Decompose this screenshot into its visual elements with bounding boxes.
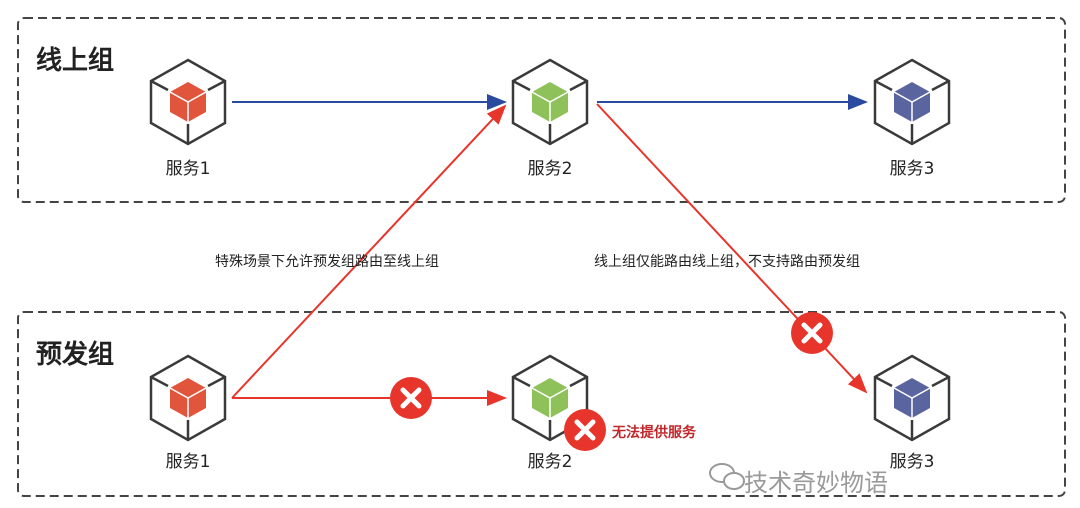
online-service-2-cube-icon (511, 58, 589, 146)
annotation-online-only: 线上组仅能路由线上组，不支持路由预发组 (594, 254, 860, 270)
annotation-staging-to-online: 特殊场景下允许预发组路由至线上组 (215, 254, 439, 270)
blocked-mark-icon (390, 377, 432, 419)
online-service-3-label: 服务3 (889, 159, 935, 179)
staging-service-1-label: 服务1 (165, 452, 211, 472)
arrow-staging-1-to-online-2 (231, 104, 507, 399)
staging-group-box (17, 311, 1066, 497)
staging-service-3-label: 服务3 (889, 452, 935, 472)
online-service-1-label: 服务1 (165, 159, 211, 179)
online-service-3-cube-icon (873, 58, 951, 146)
online-service-2-label: 服务2 (527, 159, 573, 179)
annotation-unavailable: 无法提供服务 (612, 425, 696, 441)
online-group-title: 线上组 (36, 46, 115, 76)
unavailable-mark-icon (564, 409, 606, 451)
staging-service-2-cube-icon (511, 354, 589, 442)
online-service-1-cube-icon (149, 58, 227, 146)
staging-service-3-cube-icon (873, 354, 951, 442)
staging-service-2-label: 服务2 (527, 452, 573, 472)
online-group-box (17, 17, 1066, 203)
staging-group-title: 预发组 (36, 340, 115, 370)
wechat-icon (709, 463, 745, 490)
staging-service-1-cube-icon (149, 354, 227, 442)
blocked-mark-icon (791, 312, 833, 354)
watermark: 技术奇妙物语 (744, 469, 888, 497)
